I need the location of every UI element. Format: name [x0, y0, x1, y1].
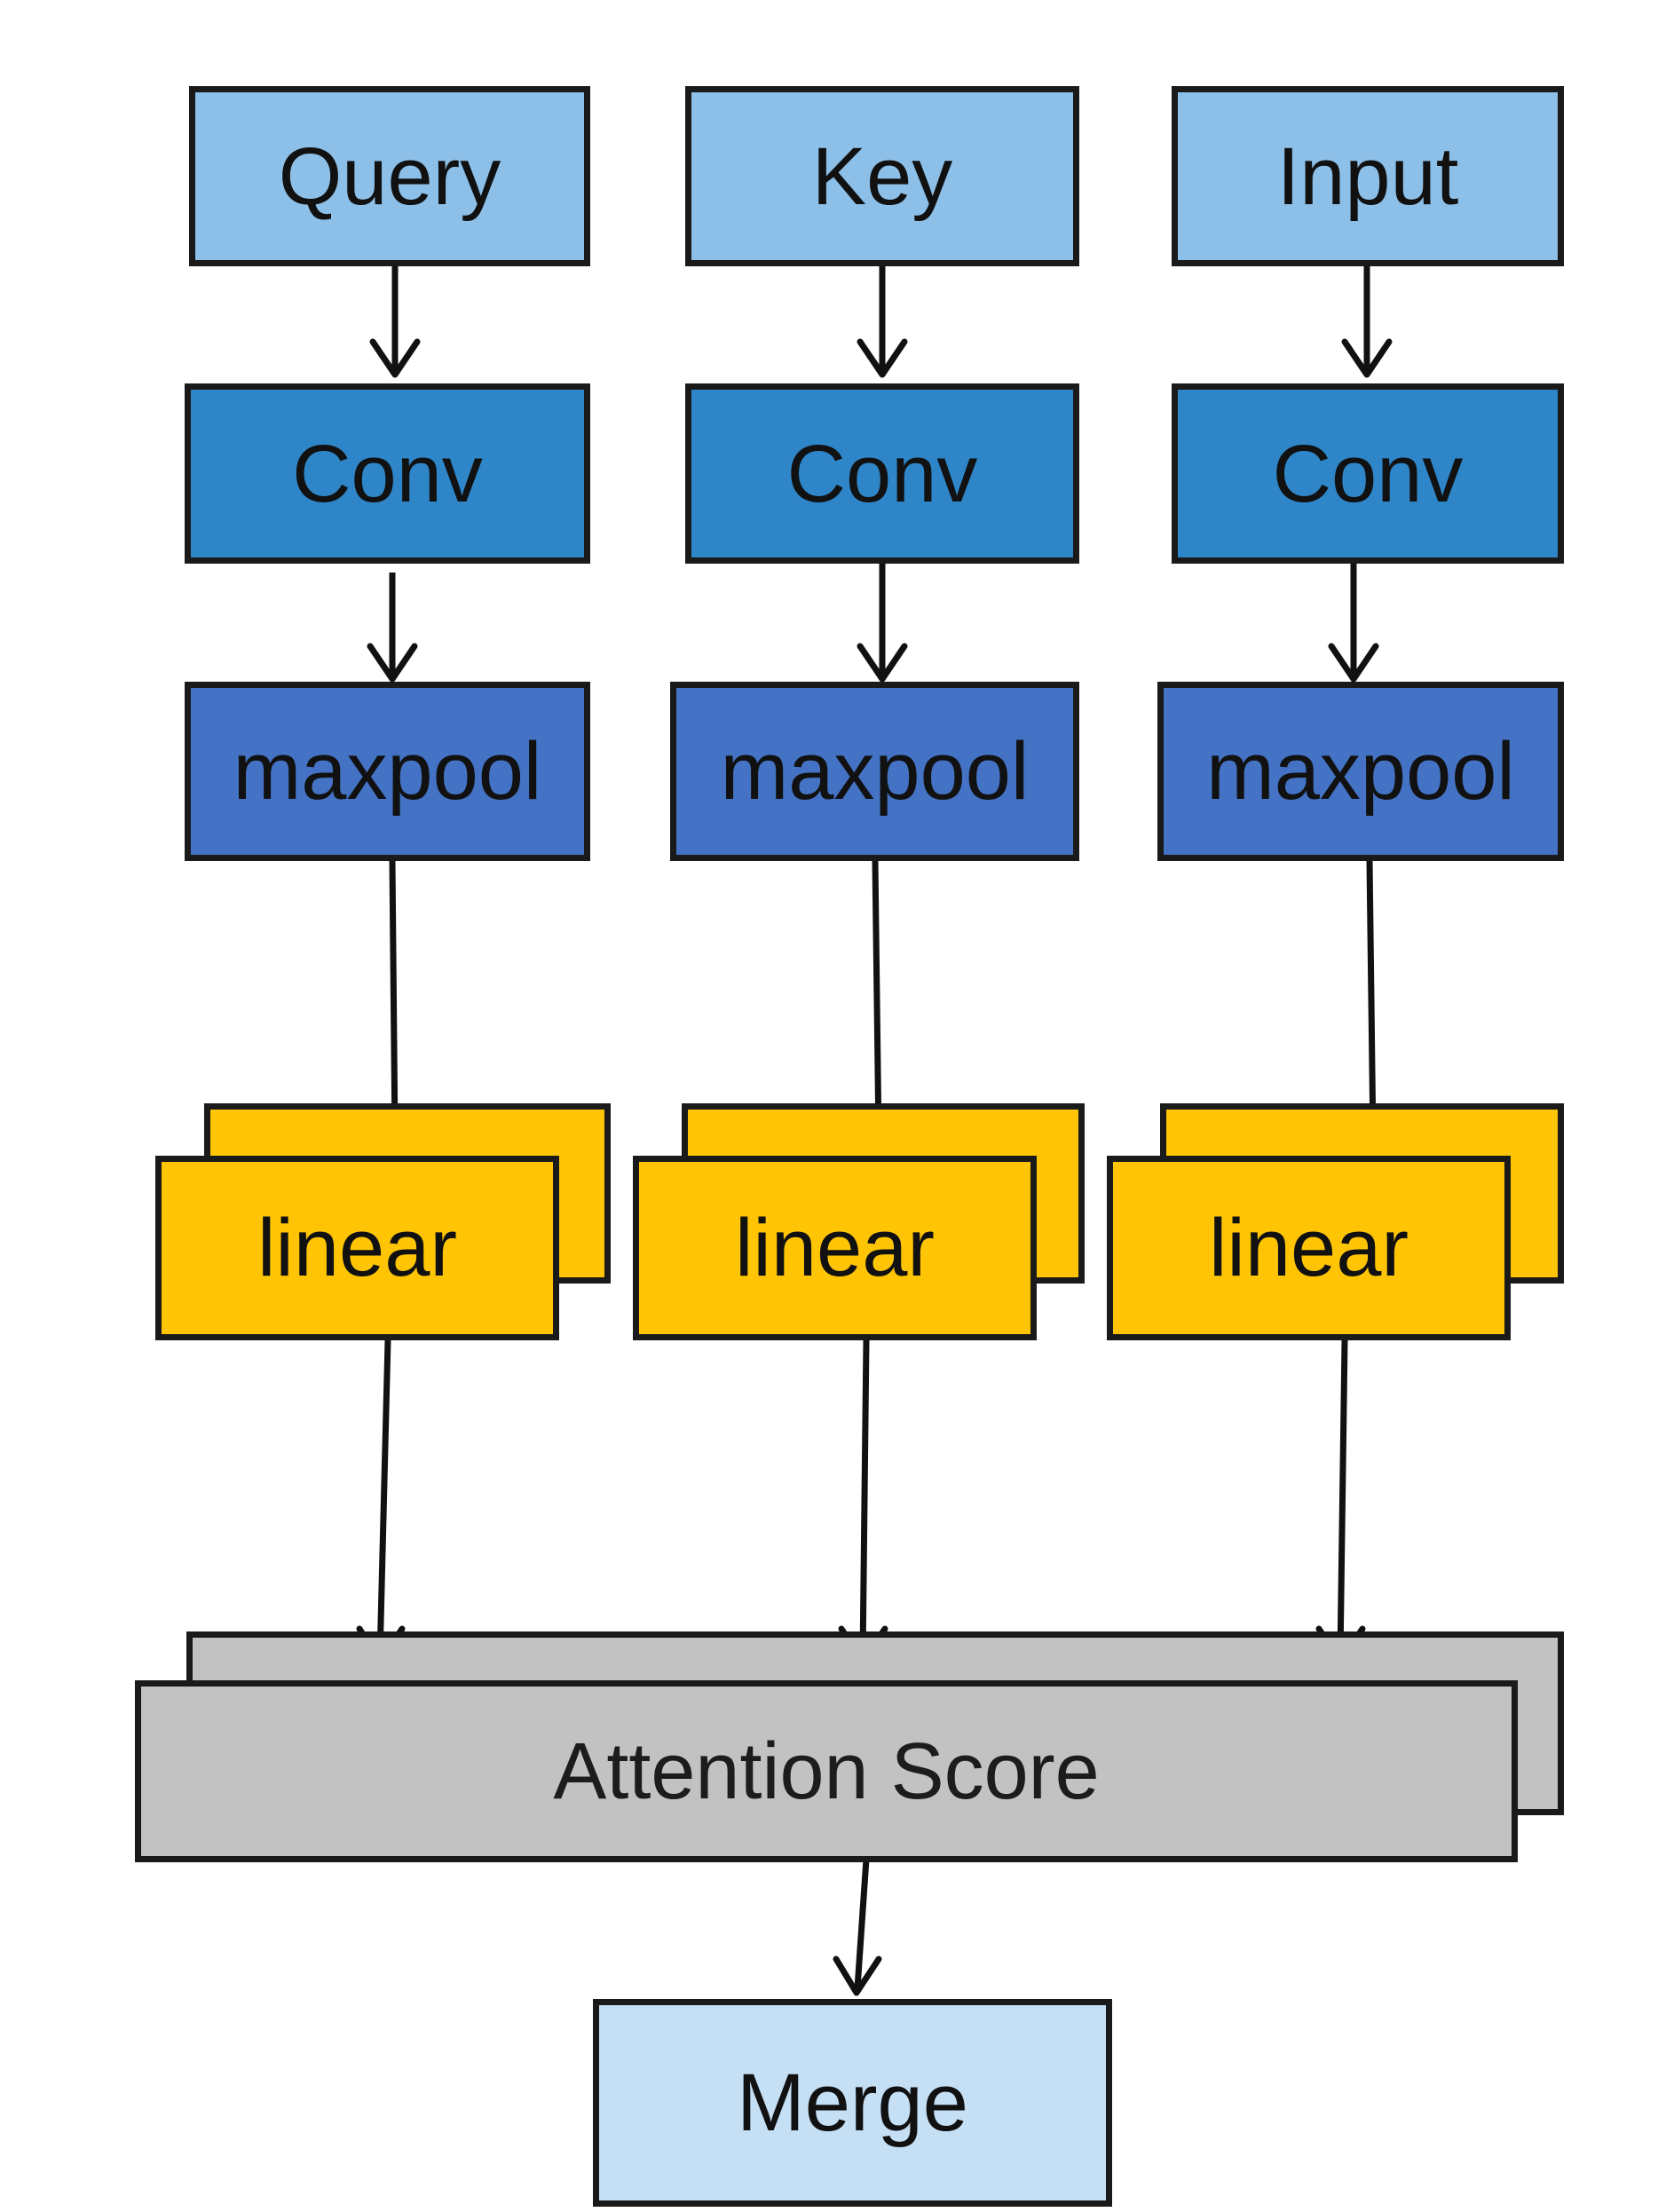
linear-node-key: linear: [633, 1156, 1037, 1340]
arrow-input-to-conv: [1341, 266, 1393, 378]
arrow-linear-to-attention-1: [356, 1339, 406, 1665]
arrow-maxpool-to-linear-2: [853, 860, 904, 1149]
linear-label-input: linear: [1208, 1203, 1409, 1293]
attention-score-node: Attention Score: [135, 1680, 1518, 1862]
merge-label: Merge: [737, 2058, 968, 2148]
arrow-linear-to-attention-3: [1315, 1339, 1366, 1665]
arrow-maxpool-to-linear-3: [1347, 860, 1399, 1149]
maxpool-node-input: maxpool: [1157, 682, 1564, 861]
arrow-linear-to-attention-2: [838, 1339, 888, 1665]
conv-label-key: Conv: [786, 428, 978, 519]
query-node: Query: [189, 86, 590, 266]
merge-node: Merge: [593, 1999, 1112, 2207]
maxpool-label-key: maxpool: [720, 726, 1030, 817]
arrow-conv-to-maxpool-3: [1328, 564, 1379, 683]
query-label: Query: [278, 130, 501, 222]
linear-label-key: linear: [734, 1203, 935, 1293]
conv-label-input: Conv: [1272, 428, 1464, 519]
maxpool-label-query: maxpool: [233, 726, 542, 817]
maxpool-node-query: maxpool: [185, 682, 590, 861]
arrow-conv-to-maxpool-2: [857, 564, 908, 683]
input-label: Input: [1276, 130, 1459, 222]
conv-node-query: Conv: [185, 383, 590, 564]
input-node: Input: [1172, 86, 1564, 266]
conv-node-input: Conv: [1172, 383, 1564, 564]
conv-label-query: Conv: [292, 428, 483, 519]
linear-node-input: linear: [1107, 1156, 1511, 1340]
linear-node-query: linear: [155, 1156, 559, 1340]
arrow-maxpool-to-linear-1: [369, 860, 421, 1149]
conv-node-key: Conv: [685, 383, 1079, 564]
arrow-key-to-conv: [857, 266, 908, 378]
linear-label-query: linear: [257, 1203, 457, 1293]
maxpool-node-key: maxpool: [670, 682, 1079, 861]
attention-score-label: Attention Score: [553, 1726, 1100, 1816]
key-label: Key: [811, 130, 953, 222]
arrow-conv-to-maxpool-1: [367, 573, 418, 683]
arrow-query-to-conv: [369, 266, 421, 378]
maxpool-label-input: maxpool: [1206, 726, 1515, 817]
key-node: Key: [685, 86, 1079, 266]
arrow-attention-to-merge: [833, 1845, 882, 1996]
